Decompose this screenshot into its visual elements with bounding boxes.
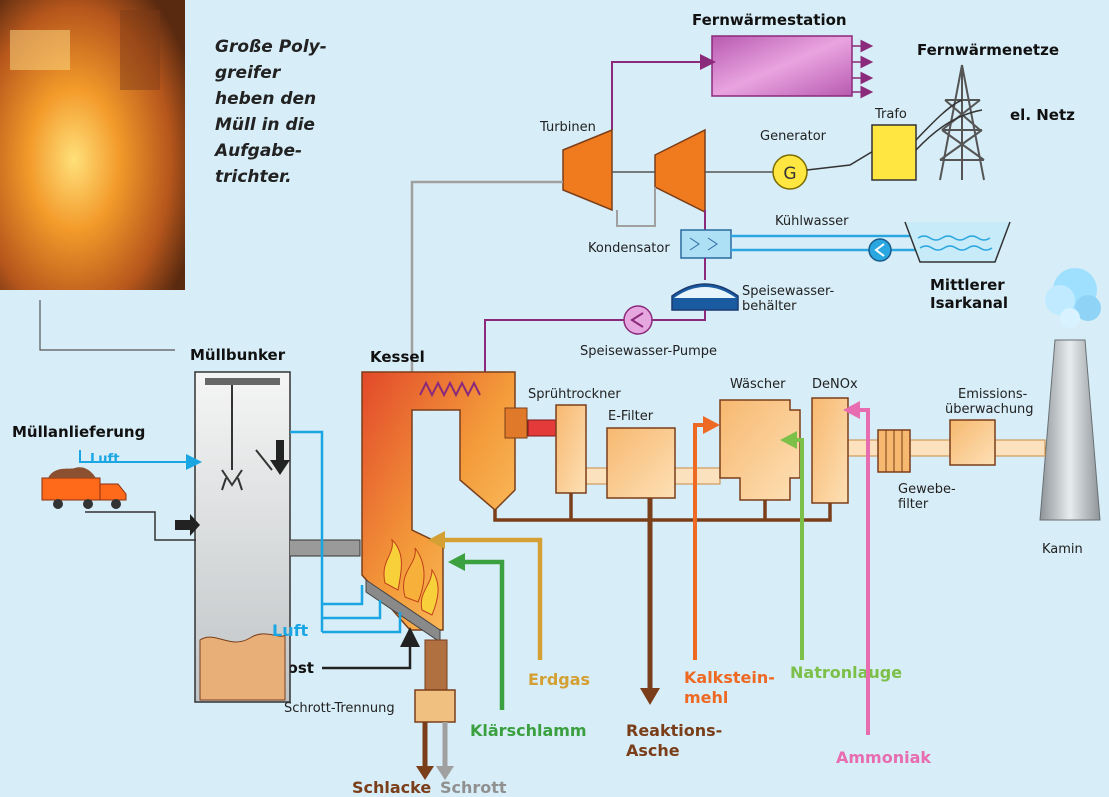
- turbine-1: [563, 130, 612, 210]
- waescher-box: [720, 400, 800, 500]
- mittlerer-label: Mittlerer: [930, 276, 1005, 294]
- turbine-2: [655, 130, 705, 212]
- el-netz-label: el. Netz: [1010, 106, 1075, 124]
- isarkanal-label: Isarkanal: [930, 294, 1008, 312]
- cooling-pump-icon: [869, 239, 891, 261]
- garbage-truck-icon: [42, 467, 126, 509]
- kondensator-box: [681, 230, 731, 258]
- caption-line-6: trichter.: [215, 167, 292, 187]
- emissions-label-2: überwachung: [945, 402, 1034, 417]
- generator-label: Generator: [760, 129, 827, 144]
- feed-chute: [290, 540, 360, 556]
- efilter-box: [607, 428, 675, 498]
- klaerschlamm-line: [460, 562, 502, 710]
- power-pylon: [940, 65, 984, 180]
- schrott-label: Schrott: [440, 778, 507, 797]
- ash-collector-line: [495, 503, 830, 520]
- erdgas-label: Erdgas: [528, 670, 590, 689]
- schrott-trennung-label: Schrott-Trennung: [284, 701, 395, 716]
- return-steam-line: [412, 182, 563, 395]
- waescher-label: Wäscher: [730, 377, 786, 392]
- truck-feed-line: [85, 512, 155, 522]
- reaktions-asche-arrow-icon: [640, 688, 660, 705]
- caption-line-2: greifer: [215, 63, 282, 83]
- speisewasserbehaelter-label-2: behälter: [742, 299, 797, 314]
- muellbunker-label: Müllbunker: [190, 346, 286, 364]
- gewebefilter-label-1: Gewebe-: [898, 482, 956, 497]
- reaktions-asche-label-1: Reaktions-: [626, 721, 722, 740]
- kalkstein-label-2: mehl: [684, 688, 728, 707]
- kessel-label: Kessel: [370, 348, 425, 366]
- spruehtrockner-label: Sprühtrockner: [528, 387, 621, 402]
- klaerschlamm-arrow-icon: [448, 553, 465, 571]
- denox-label: DeNOx: [812, 377, 858, 392]
- kessel-outlet: [505, 408, 527, 438]
- speisewasser-pumpe-label: Speisewasser-Pumpe: [580, 344, 717, 359]
- muellanlieferung-label: Müllanlieferung: [12, 423, 145, 441]
- kalkstein-label-1: Kalkstein-: [684, 668, 775, 687]
- boiler-to-spraydryer-duct: [528, 420, 556, 436]
- klaerschlamm-label: Klärschlamm: [470, 721, 587, 740]
- fernwaerme-output-arrows: [852, 46, 870, 92]
- crane-rail: [205, 378, 280, 385]
- turbine-loop-line: [617, 187, 655, 226]
- fernwaermestation-label: Fernwärmestation: [692, 11, 847, 29]
- waste-pile: [200, 634, 285, 700]
- generator-to-trafo-line: [807, 150, 875, 170]
- reaktions-asche-label-2: Asche: [626, 741, 680, 760]
- speisewasserbehaelter-label-1: Speisewasser-: [742, 284, 835, 299]
- efilter-label: E-Filter: [608, 409, 654, 424]
- generator-symbol: G: [783, 164, 796, 184]
- kamin: [1040, 268, 1101, 520]
- photo-caption: Große Poly- greifer heben den Müll in di…: [213, 37, 327, 187]
- kamin-label: Kamin: [1042, 542, 1083, 557]
- tank-to-pump-line: [652, 310, 705, 320]
- kalkstein-arrow-icon: [703, 416, 720, 434]
- caption-line-4: Müll in die: [215, 115, 315, 135]
- kalkstein-line: [695, 425, 705, 660]
- trafo-label: Trafo: [874, 107, 907, 122]
- speisewasser-pump-icon: [624, 306, 652, 334]
- caption-line-3: heben den: [215, 89, 316, 109]
- incineration-photo: [0, 0, 185, 290]
- schrott-trennung-box: [415, 690, 455, 722]
- ammoniak-label: Ammoniak: [836, 748, 931, 767]
- emissions-label-1: Emissions-: [958, 387, 1028, 402]
- fernwaermestation-box: [712, 36, 852, 96]
- kuehlwasser-lines: [731, 236, 925, 250]
- natronlauge-label: Natronlauge: [790, 663, 902, 682]
- kondensator-label: Kondensator: [588, 241, 670, 256]
- rost-line: [322, 632, 410, 668]
- gewebefilter-label-2: filter: [898, 497, 929, 512]
- erdgas-line: [440, 540, 540, 660]
- kuehlwasser-label: Kühlwasser: [775, 214, 849, 229]
- caption-line-5: Aufgabe-: [213, 141, 302, 161]
- isarkanal-basin: [905, 222, 1010, 262]
- luft-label: Luft: [272, 621, 309, 640]
- slag-chute: [425, 640, 447, 690]
- caption-line-1: Große Poly-: [215, 37, 327, 57]
- photo-pointer-line: [40, 300, 175, 350]
- ammoniak-line: [857, 410, 868, 735]
- luft-small-label: Luft: [90, 452, 119, 467]
- spruehtrockner-box: [556, 405, 586, 493]
- trafo-box: [872, 125, 916, 180]
- fernwaermenetze-label: Fernwärmenetze: [917, 41, 1059, 59]
- emissions-box: [950, 420, 995, 465]
- schlacke-label: Schlacke: [352, 778, 431, 797]
- turbinen-label: Turbinen: [539, 120, 596, 135]
- steam-line-to-station: [612, 62, 712, 130]
- denox-box: [812, 398, 848, 503]
